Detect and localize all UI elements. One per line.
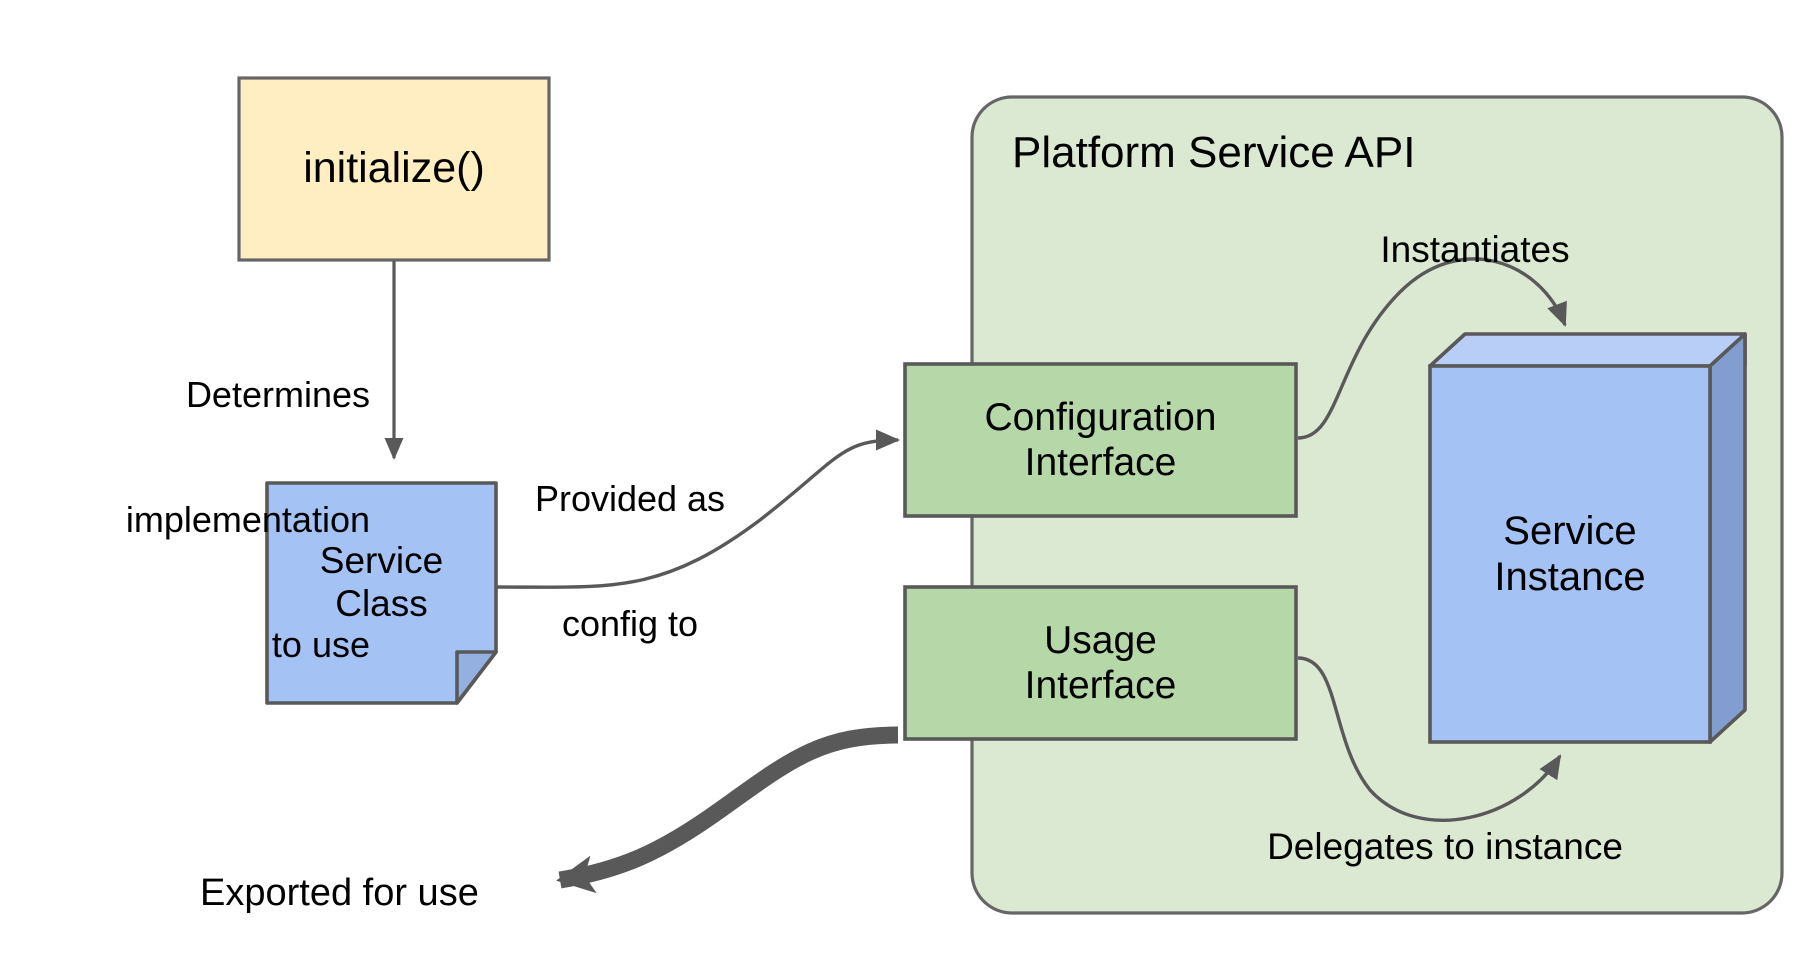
edge-label-determines-implementation: Determines implementation to use [60,290,370,749]
edge-label-line-1: Exported for use [200,872,479,915]
edge-label-provided-as-config: Provided as config to [500,394,760,728]
initialize-note-shape[interactable] [237,76,551,262]
platform-service-api-title: Platform Service API [1012,128,1416,177]
edge-label-line-1: Provided as [534,477,726,519]
edge-label-line-2: config to [561,602,699,644]
edge-exported-for-use[interactable] [556,726,899,894]
edge-label-line-3: to use [271,624,370,665]
service-class-shape[interactable] [265,481,498,705]
edge-provided-as-config[interactable] [496,429,900,589]
edge-label-line-2: implementation [125,498,370,540]
edge-delegates-to-instance[interactable] [1297,656,1562,822]
edge-label-line-1: Determines [185,373,370,415]
service-instance-shape[interactable] [1428,332,1747,744]
edge-label-exported-for-use: Exported for use by consumers [200,783,550,972]
edge-instantiates[interactable] [1297,257,1567,440]
configuration-interface-shape[interactable] [903,362,1298,518]
edge-label-instantiates: Instantiates [1380,229,1570,270]
edge-label-delegates-to-instance: Delegates to instance [1267,826,1623,867]
usage-interface-shape[interactable] [903,585,1298,741]
